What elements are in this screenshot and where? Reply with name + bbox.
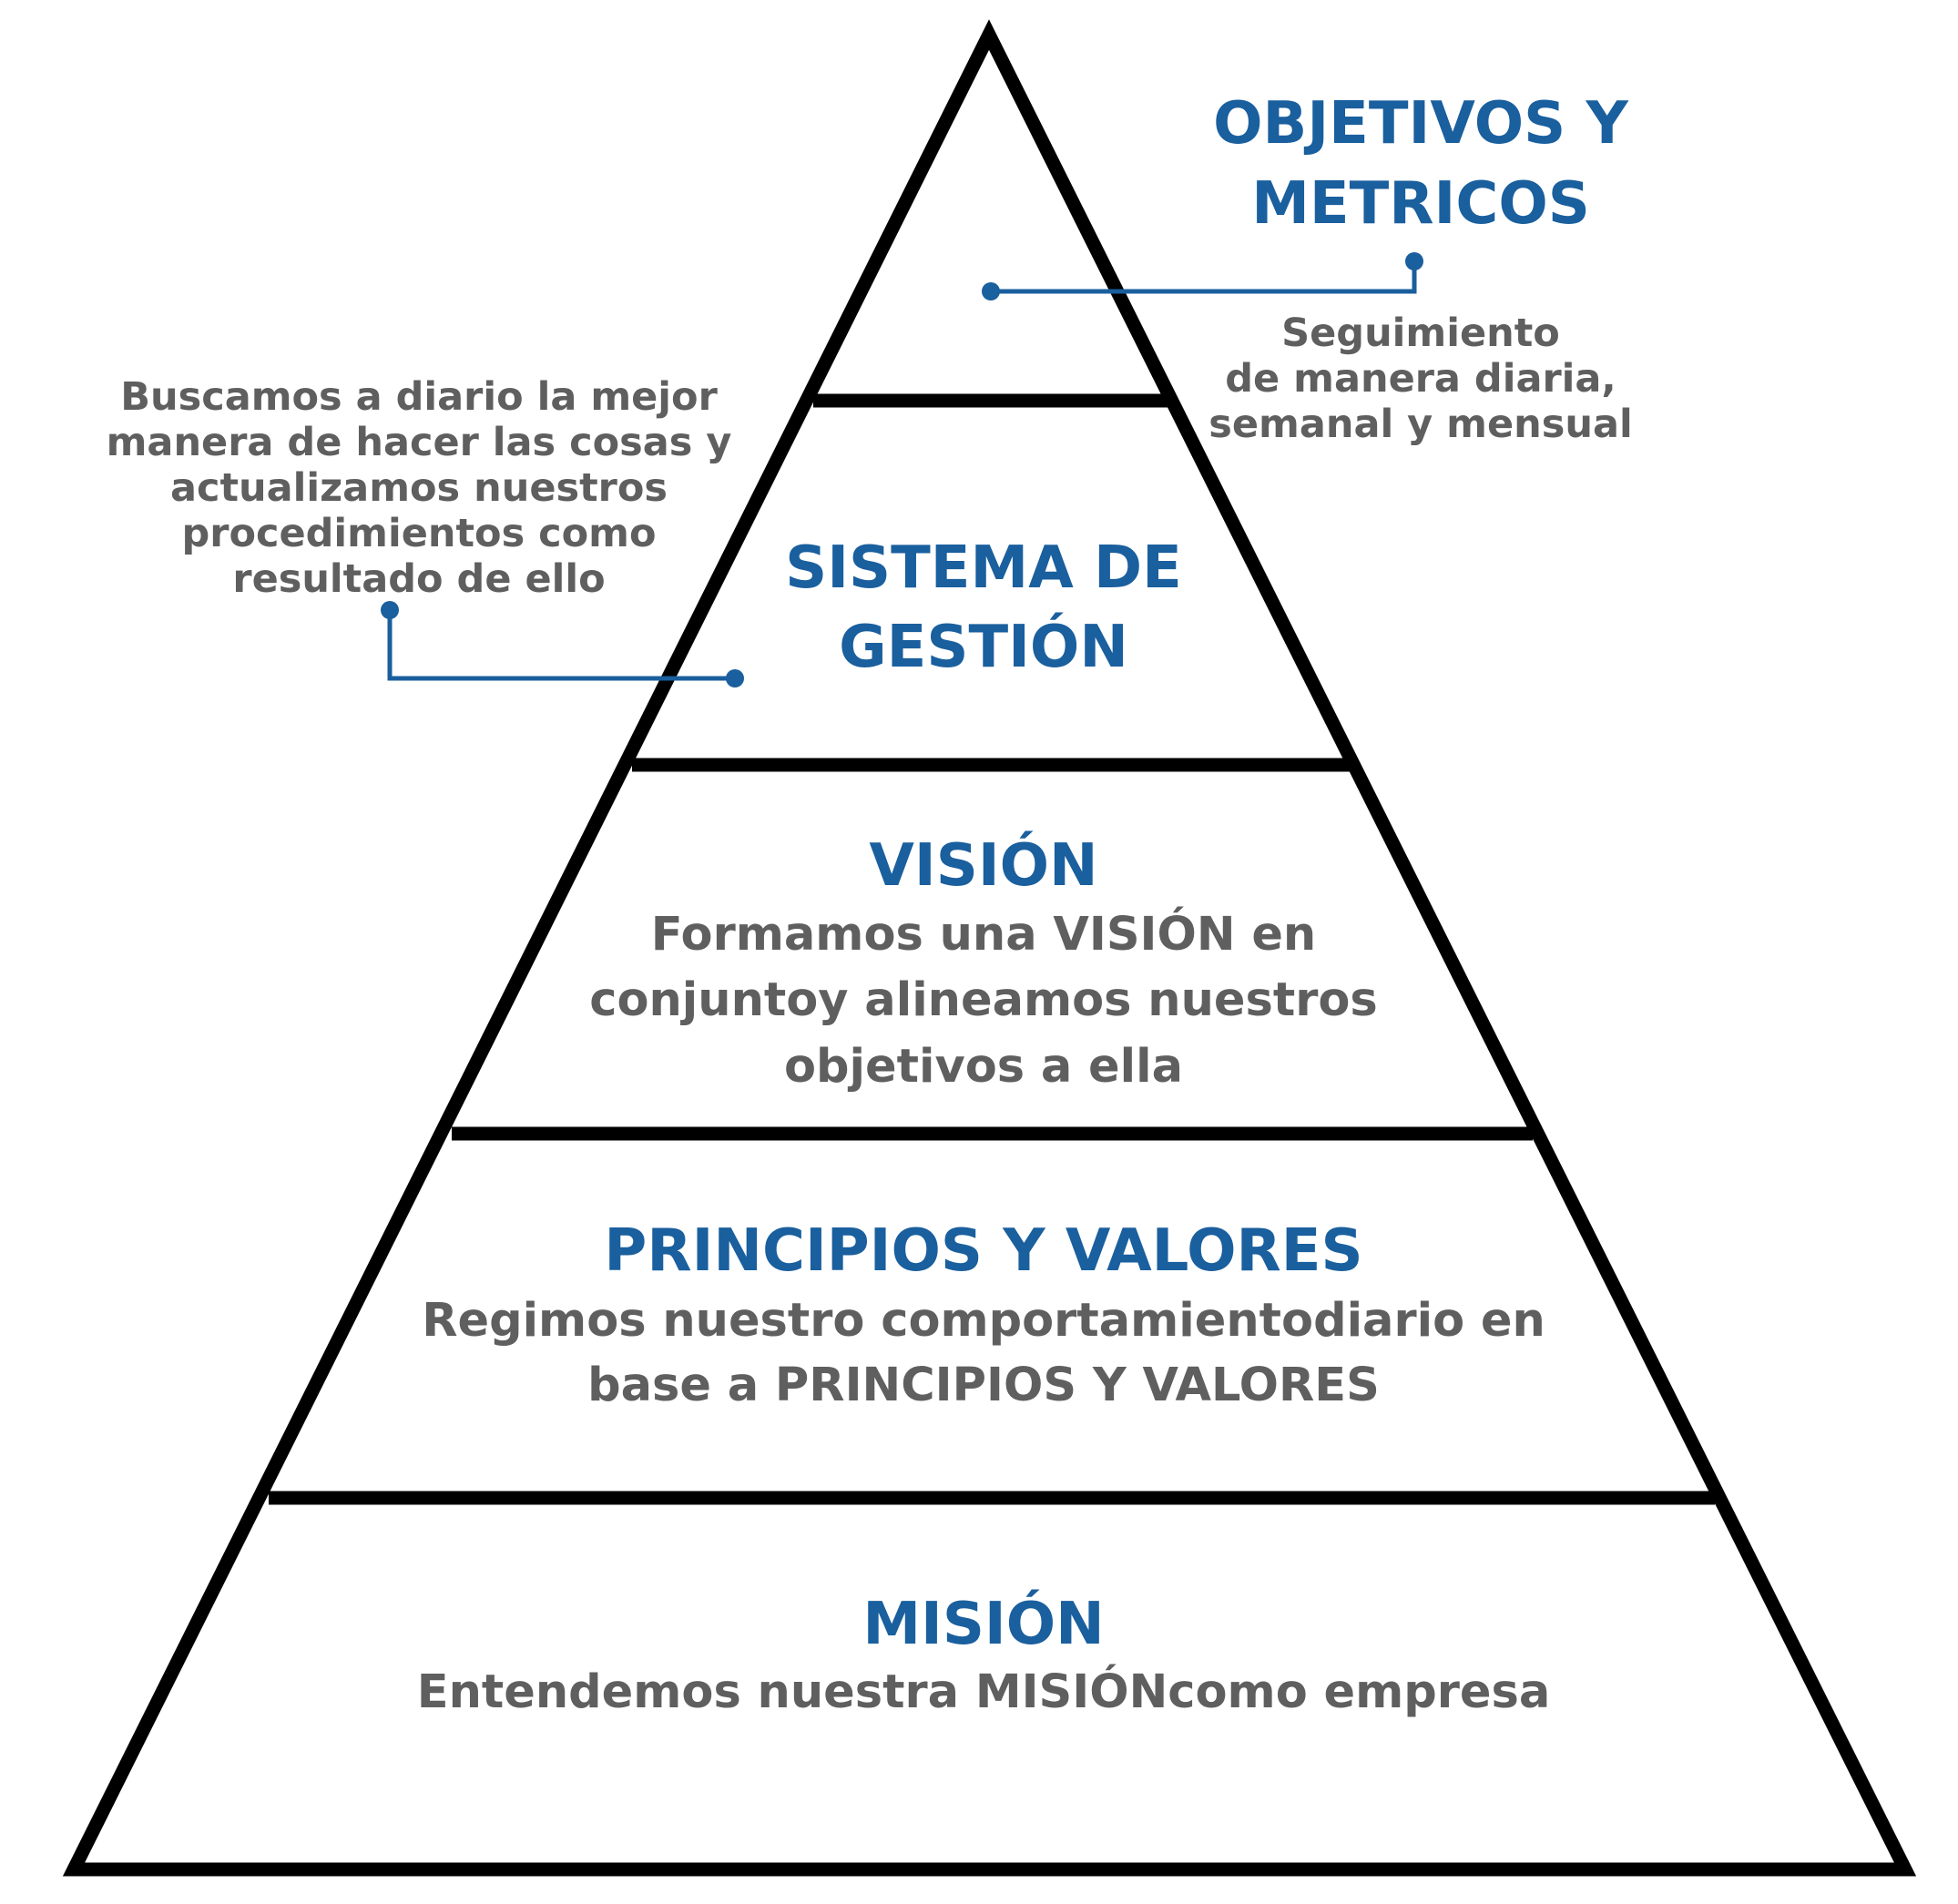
objetivos-callout: Seguimiento de manera diaria, semanal y … xyxy=(1208,311,1632,447)
vision-body-line-2: conjuntoy alineamos nuestros xyxy=(589,973,1378,1027)
gestion-callout-line-3: actualizamos nuestros xyxy=(170,465,668,511)
objetivos-title-line-1: OBJETIVOS Y xyxy=(1213,90,1628,158)
level-objetivos: OBJETIVOS Y METRICOS xyxy=(1213,90,1628,238)
gestion-callout-line-4: procedimientos como xyxy=(181,511,656,556)
objetivos-connector-dot-start xyxy=(982,282,1000,300)
level-principios: PRINCIPIOS Y VALORES Regimos nuestro com… xyxy=(422,1217,1545,1412)
principios-body-line-2: base a PRINCIPIOS Y VALORES xyxy=(587,1359,1380,1412)
objetivos-callout-line-2: de manera diaria, xyxy=(1225,356,1616,402)
gestion-callout-line-2: manera de hacer las cosas y xyxy=(107,420,732,465)
mision-title: MISIÓN xyxy=(862,1589,1104,1658)
gestion-title-line-1: SISTEMA DE xyxy=(785,535,1182,602)
principios-title: PRINCIPIOS Y VALORES xyxy=(604,1217,1362,1285)
objetivos-connector xyxy=(982,252,1423,300)
vision-body-line-1: Formamos una VISIÓN en xyxy=(651,905,1316,962)
level-vision: VISIÓN Formamos una VISIÓN en conjuntoy … xyxy=(589,830,1378,1094)
mision-body-line-1: Entendemos nuestra MISIÓNcomo empresa xyxy=(417,1663,1551,1719)
gestion-callout-line-1: Buscamos a diario la mejor xyxy=(120,374,718,420)
vision-body-line-3: objetivos a ella xyxy=(784,1040,1183,1094)
pyramid-outline xyxy=(62,19,1917,1877)
objetivos-callout-line-3: semanal y mensual xyxy=(1208,402,1632,447)
gestion-title-line-2: GESTIÓN xyxy=(839,612,1128,681)
gestion-connector-dot-start xyxy=(381,601,399,619)
vision-title: VISIÓN xyxy=(869,830,1097,900)
gestion-callout: Buscamos a diario la mejor manera de hac… xyxy=(107,374,732,602)
gestion-connector-dot-end xyxy=(726,669,744,687)
principios-body-line-1: Regimos nuestro comportamientodiario en xyxy=(422,1294,1545,1348)
objetivos-connector-dot-end xyxy=(1405,252,1423,270)
objetivos-callout-line-1: Seguimiento xyxy=(1281,311,1560,356)
gestion-callout-line-5: resultado de ello xyxy=(232,556,605,602)
objetivos-title-line-2: METRICOS xyxy=(1251,170,1590,238)
gestion-connector xyxy=(381,601,744,687)
level-gestion: SISTEMA DE GESTIÓN xyxy=(785,535,1182,681)
level-mision: MISIÓN Entendemos nuestra MISIÓNcomo emp… xyxy=(417,1589,1551,1719)
